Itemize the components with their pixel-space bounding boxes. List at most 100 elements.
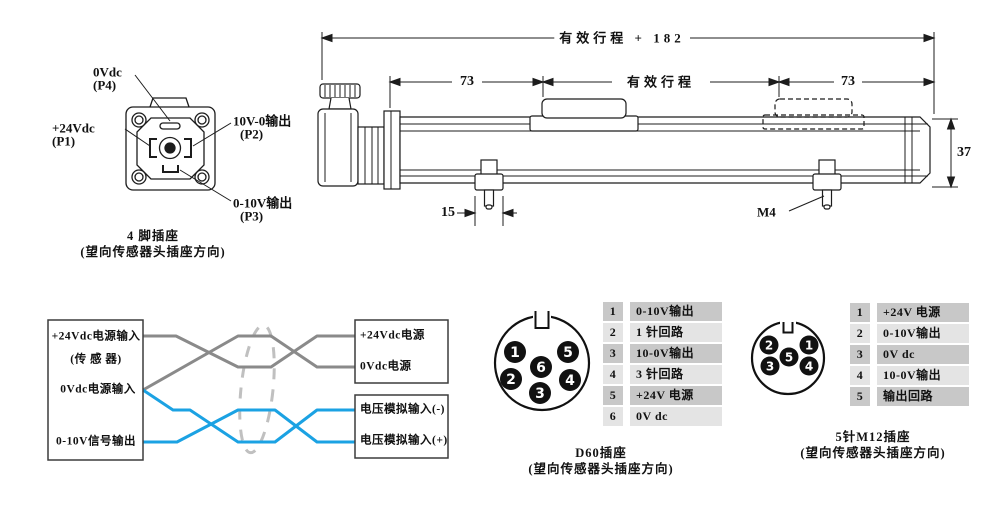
- table-row: 2 0-10V输出: [850, 324, 969, 343]
- center-pin-outer: [158, 136, 182, 160]
- label-cell: 0-10V输出: [877, 324, 969, 343]
- pin-p3-name: (P3): [240, 208, 264, 224]
- pin-cell: 1: [850, 303, 870, 322]
- sensor-box-line4: 0-10V信号输出: [56, 435, 136, 448]
- keyway-notch: [534, 311, 550, 329]
- power-box-line1: +24Vdc电源: [360, 329, 425, 342]
- connector-inner-face: [136, 117, 205, 180]
- pin-number: 2: [765, 339, 773, 353]
- pin-p2-label: 10V-0输出: [233, 113, 292, 129]
- dim-chain: [388, 76, 936, 108]
- m12-pin-table: 1 +24V 电源 2 0-10V输出 3 0V dc 4 10-0V输出 5 输出回路: [850, 303, 969, 408]
- mounting-foot: [474, 159, 504, 210]
- signal-box: [354, 394, 449, 459]
- label-cell: 输出回路: [877, 387, 969, 406]
- pin-number: 4: [805, 360, 813, 374]
- table-row: 3 10-0V输出: [603, 344, 722, 363]
- label-cell: 0-10V输出: [630, 302, 722, 321]
- label-cell: 1 针回路: [630, 323, 722, 342]
- slider-block: [529, 98, 639, 132]
- keyway-notch: [782, 322, 794, 334]
- pin-p4-slot: [159, 122, 181, 130]
- table-row: 2 1 针回路: [603, 323, 722, 342]
- table-row: 3 0V dc: [850, 345, 969, 364]
- dim-73-right-text: 73: [836, 75, 860, 89]
- pin-p3-slot: [162, 165, 179, 173]
- pin-cell: 1: [603, 302, 623, 321]
- pin-number: 6: [536, 360, 546, 376]
- label-cell: +24V 电源: [630, 386, 722, 405]
- pin-cell: 2: [603, 323, 623, 342]
- pin-cell: 6: [603, 407, 623, 426]
- wiring-boxes: [47, 319, 449, 461]
- d60-pin-table: 1 0-10V输出 2 1 针回路 3 10-0V输出 4 3 针回路 5 +24V 电源…: [603, 302, 722, 428]
- sensor-outline-drawing: [317, 32, 958, 226]
- m12-pins: [759, 335, 819, 376]
- mounting-foot: [812, 159, 842, 210]
- pin-number: 1: [805, 339, 813, 353]
- leader-lines: [124, 74, 232, 202]
- four-pin-caption-sub: (望向传感器头插座方向): [80, 244, 226, 259]
- sensor-tube: [399, 116, 931, 184]
- dim-total-length: [320, 32, 936, 114]
- sensor-box-line3: 0Vdc电源输入: [60, 383, 136, 396]
- label-cell: 10-0V输出: [630, 344, 722, 363]
- m12-pin-numbers: 2 1 5 3 4: [765, 339, 813, 374]
- dim-height: [932, 117, 958, 189]
- d60-caption-sub: (望向传感器头插座方向): [528, 461, 674, 476]
- table-row: 4 3 针回路: [603, 365, 722, 384]
- table-row: 1 0-10V输出: [603, 302, 722, 321]
- pin-cell: 2: [850, 324, 870, 343]
- pin-p1-label: +24Vdc: [52, 120, 95, 136]
- pin-p2-name: (P2): [240, 126, 264, 142]
- signal-twisted-pair: [142, 388, 355, 444]
- power-box-line2: 0Vdc电源: [360, 360, 412, 373]
- table-row: 6 0V dc: [603, 407, 722, 426]
- pin-p4-label: 0Vdc: [93, 64, 122, 80]
- pin-p4-name: (P4): [93, 77, 117, 93]
- table-row: 5 输出回路: [850, 387, 969, 406]
- m12-caption: 5针M12插座: [835, 429, 911, 444]
- pin-number: 5: [563, 345, 573, 361]
- pin-p1-name: (P1): [52, 133, 76, 149]
- dim-15-text: 15: [441, 205, 455, 220]
- dim-73-left-text: 73: [455, 75, 479, 89]
- d60-connector-drawing: 1 5 6 2 4 3: [493, 308, 591, 412]
- label-cell: 10-0V输出: [877, 366, 969, 385]
- cable-connector: [317, 83, 401, 190]
- label-cell: +24V 电源: [877, 303, 969, 322]
- label-cell: 0V dc: [877, 345, 969, 364]
- table-row: 5 +24V 电源: [603, 386, 722, 405]
- pin-number: 4: [565, 373, 575, 389]
- signal-box-line2: 电压模拟输入(+): [360, 434, 448, 447]
- cable-shield-icon: [238, 323, 276, 455]
- label-cell: 0V dc: [630, 407, 722, 426]
- m12-connector-drawing: 2 1 5 3 4: [750, 319, 826, 396]
- d60-caption: D60插座: [575, 445, 627, 460]
- power-twisted-pair: [142, 334, 355, 392]
- sensor-box-line1: +24Vdc电源输入: [51, 330, 141, 343]
- pin-cell: 4: [850, 366, 870, 385]
- pin-cell: 5: [850, 387, 870, 406]
- label-cell: 3 针回路: [630, 365, 722, 384]
- dim-total-text: 有效行程 + 182: [554, 31, 690, 45]
- pin-cell: 3: [603, 344, 623, 363]
- pin-number: 1: [510, 345, 520, 361]
- pin-number: 3: [535, 386, 545, 402]
- dim-stroke-text: 有效行程: [621, 75, 701, 89]
- pin-cell: 5: [603, 386, 623, 405]
- thread-m4-label: M4: [757, 204, 776, 220]
- four-pin-connector-drawing: [124, 74, 232, 202]
- pin-p2-bracket: [184, 138, 192, 158]
- corner-screw-icon: [131, 112, 210, 185]
- sensor-box: [47, 319, 144, 461]
- slider-block-dashed: [762, 98, 865, 130]
- pin-cell: 4: [603, 365, 623, 384]
- dim-37-text: 37: [957, 145, 971, 160]
- table-row: 4 10-0V输出: [850, 366, 969, 385]
- pin-number: 5: [785, 351, 793, 365]
- pin-cell: 3: [850, 345, 870, 364]
- power-box: [354, 319, 449, 384]
- pin-number: 2: [506, 372, 516, 388]
